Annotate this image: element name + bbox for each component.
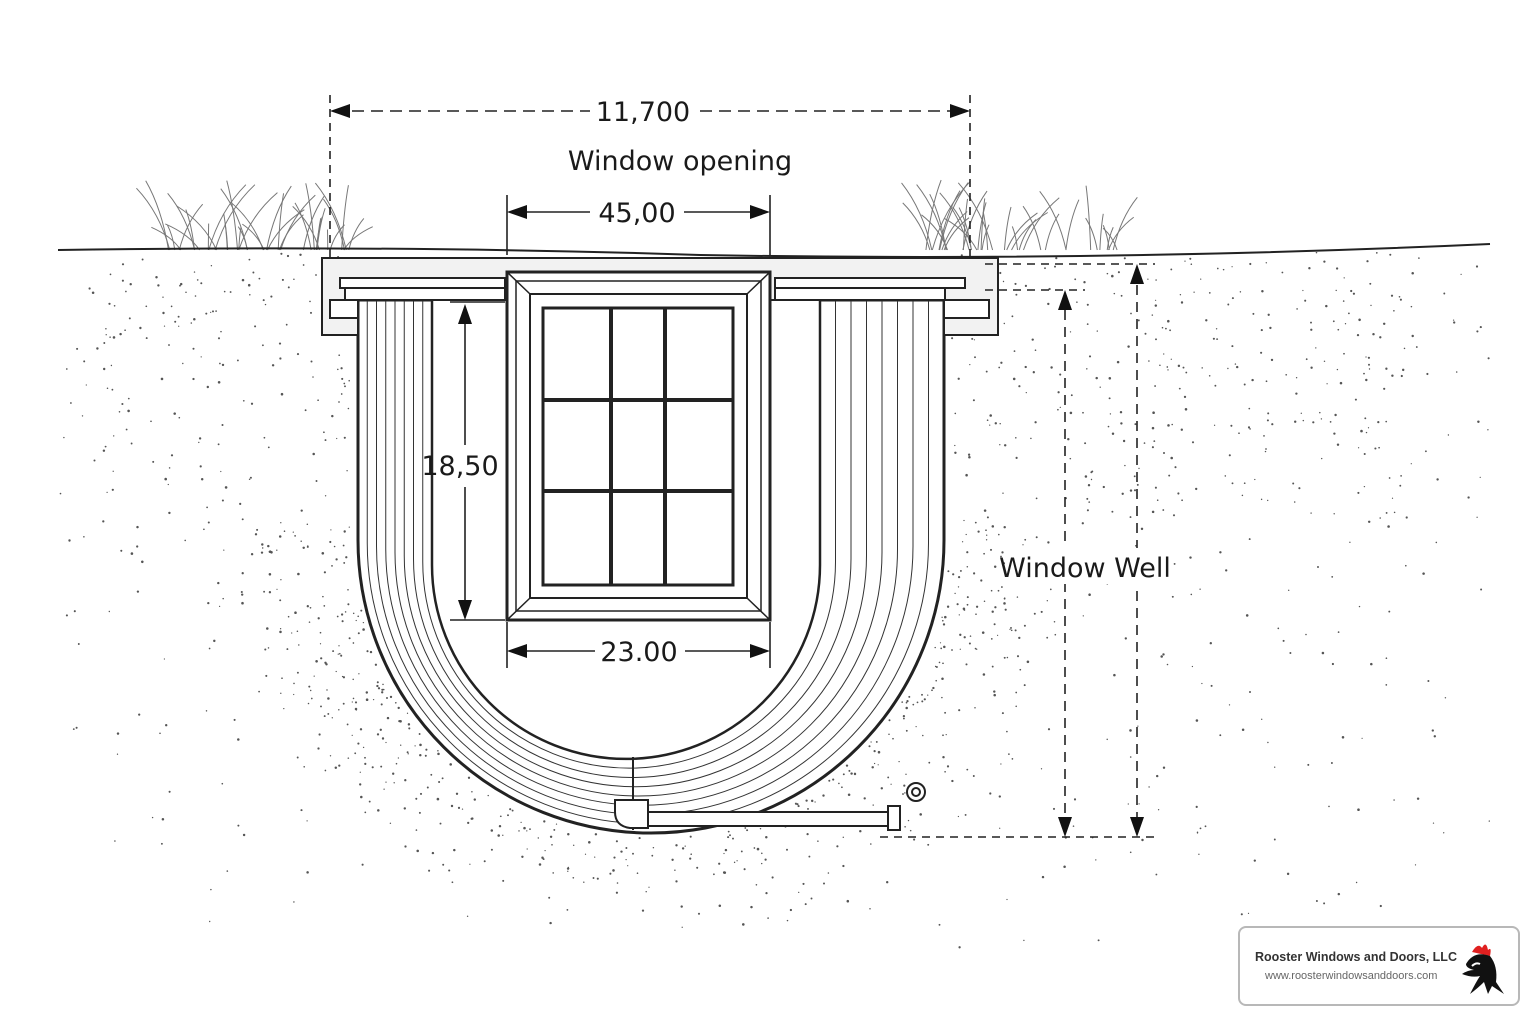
dimension-arrowheads: [330, 104, 1144, 837]
brand-name: Rooster Windows and Doors, LLC: [1255, 950, 1457, 964]
drain-pipe: [614, 782, 926, 831]
well-label-bg: [1005, 548, 1165, 584]
window-well-label: Window Well: [999, 553, 1171, 584]
window-top-width-label: 45,00: [598, 198, 675, 229]
grass-tufts: [136, 179, 1138, 251]
ground-line: [57, 243, 1491, 258]
window-bottom-width-label: 23.00: [600, 637, 677, 668]
overall-width-label: 11,700: [596, 97, 690, 128]
soil-stipple: [59, 251, 1490, 949]
window-height-label: 18,50: [421, 451, 498, 482]
brand-card: Rooster Windows and Doors, LLC www.roost…: [1238, 926, 1520, 1006]
rooster-logo-icon: [1462, 944, 1504, 994]
brand-url[interactable]: www.roosterwindowsanddoors.com: [1265, 970, 1438, 982]
window-opening-label: Window opening: [568, 146, 792, 177]
basement-window: [505, 270, 772, 622]
